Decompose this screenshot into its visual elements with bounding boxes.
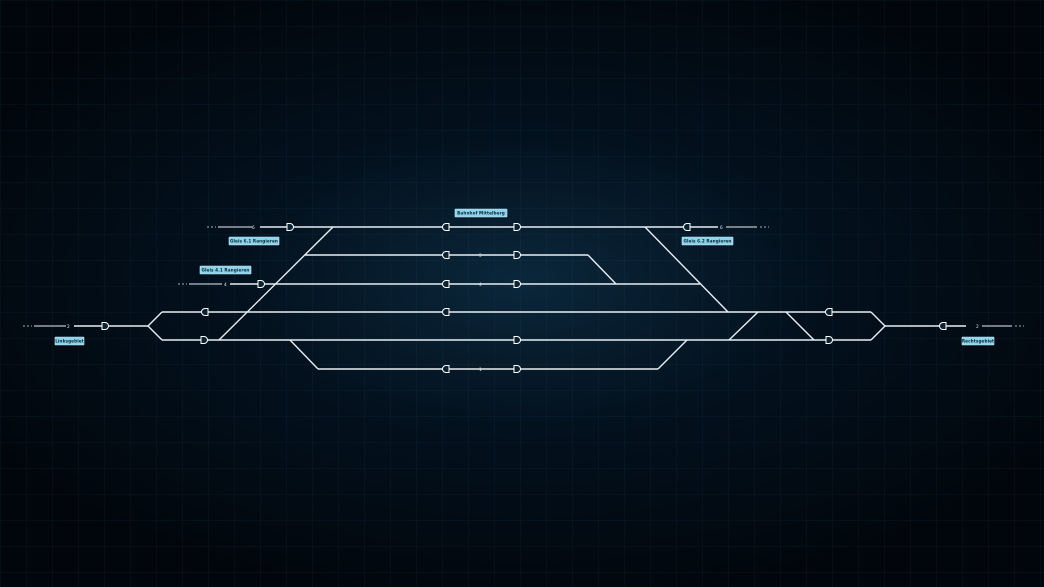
label-gleis-4-1-text: Gleis 4.1 Rangieren [201, 268, 249, 273]
crossover-west-main[interactable] [218, 226, 334, 341]
track-number-1: 1 [479, 367, 482, 373]
signal-track2-west-icon[interactable] [200, 336, 208, 344]
label-bahnhof: Bahnhof Mittelberg [454, 208, 508, 218]
label-bahnhof-text: Bahnhof Mittelberg [457, 211, 505, 216]
signal-track3-east-icon[interactable] [825, 308, 833, 316]
signal-track6-mid-right-icon[interactable] [513, 223, 521, 231]
label-links: Linksgebiet [54, 336, 85, 346]
track-5-switch[interactable] [587, 254, 617, 285]
signal-track6-east-icon[interactable] [683, 223, 691, 231]
signal-track6-west-icon[interactable] [286, 223, 294, 231]
label-gleis-6-2-text: Gleis 6.2 Rangieren [683, 239, 731, 244]
signal-track5-mid-right-icon[interactable] [513, 251, 521, 259]
label-rechts: Rechtsgebiet [961, 336, 995, 346]
track-number-4-left: 4 [224, 282, 227, 288]
crossover-east-a[interactable] [728, 311, 759, 341]
signal-track1-mid-right-icon[interactable] [513, 365, 521, 373]
track-number-5: 5 [479, 253, 482, 259]
label-gleis-6-1-text: Gleis 6.1 Rangieren [230, 239, 278, 244]
track-number-4-mid: 4 [479, 282, 482, 288]
label-gleis-6-2: Gleis 6.2 Rangieren [681, 236, 734, 246]
east-switch-lower[interactable] [870, 325, 886, 341]
crossover-east-b[interactable] [785, 311, 815, 341]
track-number-6-left: 6 [252, 225, 255, 231]
signal-west-entry-icon[interactable] [101, 322, 109, 330]
label-gleis-4-1: Gleis 4.1 Rangieren [199, 265, 252, 275]
signal-track2-east-icon[interactable] [825, 336, 833, 344]
signal-track6-mid-left-icon[interactable] [442, 223, 450, 231]
east-switch-upper[interactable] [870, 311, 886, 327]
crossover-east-track6[interactable] [644, 226, 729, 313]
signal-track1-mid-left-icon[interactable] [442, 365, 450, 373]
label-gleis-6-1: Gleis 6.1 Rangieren [228, 236, 280, 246]
signal-track4-mid-right-icon[interactable] [513, 280, 521, 288]
signal-track2-mid-right-icon[interactable] [513, 336, 521, 344]
track-number-2-right: 2 [976, 324, 979, 330]
signal-track5-mid-left-icon[interactable] [442, 251, 450, 259]
track-number-6-right: 6 [720, 225, 723, 231]
track-1-east-switch[interactable] [657, 339, 688, 370]
signal-track3-mid-left-icon[interactable] [442, 308, 450, 316]
signal-track4-mid-left-icon[interactable] [442, 280, 450, 288]
signal-east-entry-icon[interactable] [939, 322, 947, 330]
label-links-text: Linksgebiet [55, 339, 84, 344]
west-switch-lower[interactable] [147, 325, 163, 341]
signal-track4-west-icon[interactable] [257, 280, 265, 288]
track-1-west-switch[interactable] [289, 339, 319, 370]
track-number-2-left: 2 [67, 324, 70, 330]
west-switch-upper[interactable] [147, 311, 163, 327]
label-rechts-text: Rechtsgebiet [962, 339, 994, 344]
signal-track3-west-icon[interactable] [201, 308, 209, 316]
